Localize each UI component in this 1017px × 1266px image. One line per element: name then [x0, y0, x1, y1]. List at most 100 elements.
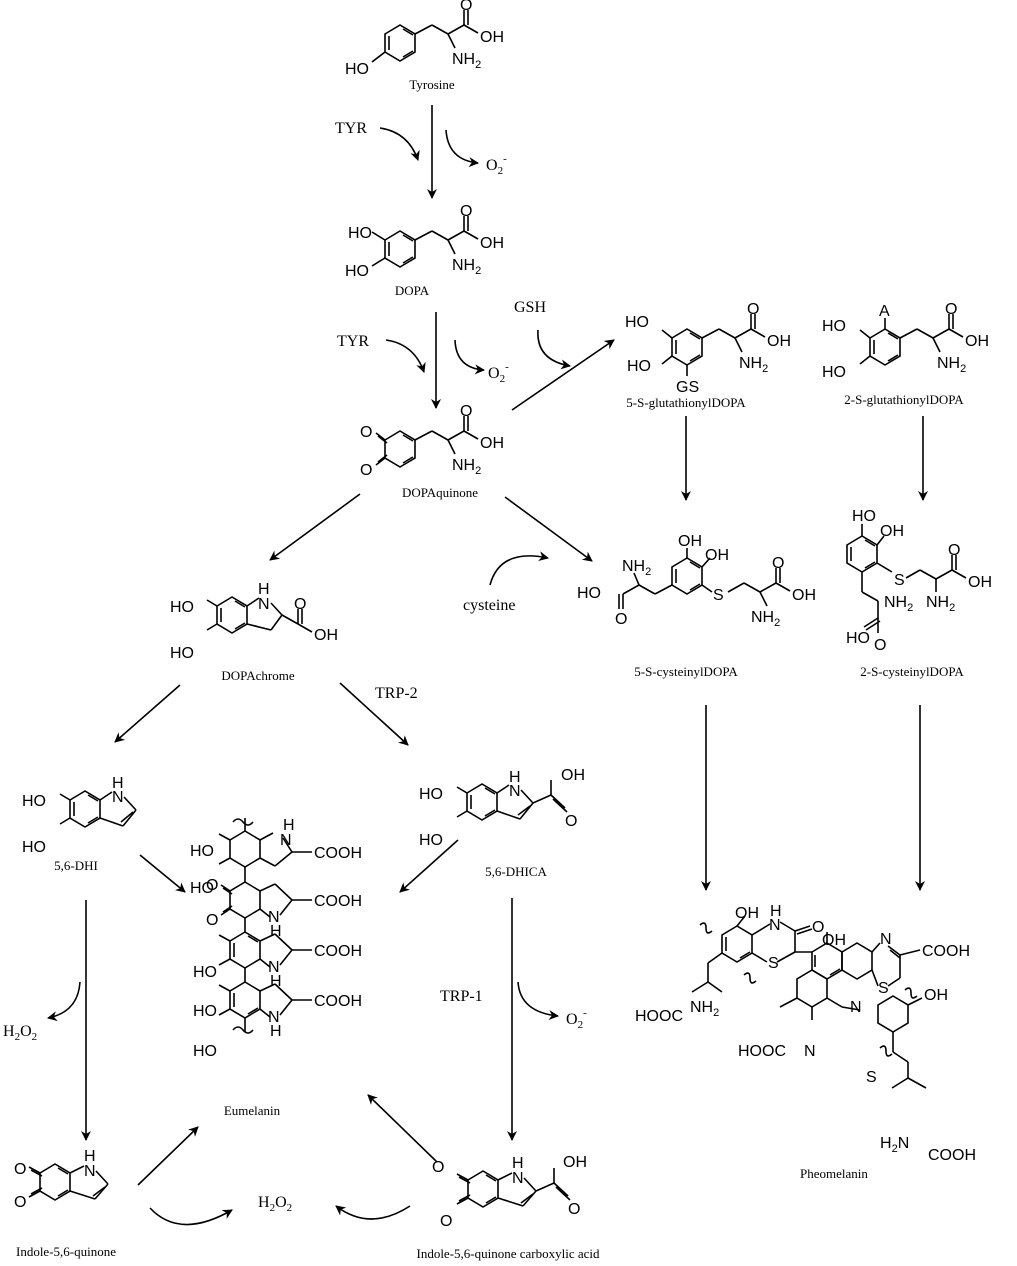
eu-nh-h-1: H — [283, 817, 295, 834]
cysteine-label: cysteine — [463, 597, 515, 614]
pheo-cooh-label-1: COOH — [922, 943, 970, 960]
dopachrome-o-label: O — [294, 596, 306, 613]
pheo-oh-label-1: OH — [735, 905, 759, 922]
dhica-nh-label-n: N — [509, 783, 521, 800]
dopachrome-nh-label-n: N — [258, 596, 270, 613]
dhi-nh-label-n: N — [112, 789, 124, 806]
cys5-nh2-label-2: NH2 — [622, 558, 651, 578]
dhi-ho-label-1: HO — [22, 793, 46, 810]
pheo-oh-label-2: OH — [822, 932, 846, 949]
h2o2-curved-arrow-bottom-right — [335, 1205, 411, 1220]
arrow-dhi-to-eumelanin — [139, 854, 186, 893]
eu-nh-h-4: H — [270, 1023, 282, 1040]
eu-cooh-2: COOH — [314, 893, 362, 910]
iqca-oh-label: OH — [563, 1154, 587, 1171]
iqca-o-label-2: O — [440, 1213, 452, 1230]
glut5-gs-label: GS — [676, 379, 699, 396]
superoxide-label-1: O2- — [486, 153, 507, 177]
arrow-dopaquinone-to-glutathionyl — [511, 339, 615, 411]
pheomelanin-label: Pheomelanin — [800, 1166, 868, 1181]
arrow-dopachrome-to-dhi — [114, 684, 181, 743]
dopachrome-structure: HO HO H N O OH DOPAchrome — [170, 581, 338, 683]
dhica-label: 5,6-DHICA — [485, 864, 547, 879]
pheo-s-label-2: S — [878, 980, 889, 997]
indole-quinone-structure: O O H N Indole-5,6-quinone — [14, 1148, 116, 1259]
eu-n-3: N — [268, 959, 280, 976]
iq-nh-h: H — [84, 1148, 96, 1165]
eu-ho-4: HO — [193, 1003, 217, 1020]
amine-label: NH2 — [452, 51, 481, 71]
pheomelanin-structure: OH H N O S OH N S COOH HOOC NH2 HOOC N N… — [635, 903, 976, 1181]
h2o2-label-bottom: H2O2 — [258, 1194, 292, 1214]
cys2-o-label: O — [948, 542, 960, 559]
cys2-label: 2-S-cysteinylDOPA — [860, 664, 964, 679]
dopa-structure: HO HO O OH NH2 DOPA — [345, 203, 504, 298]
eu-ho-1: HO — [190, 843, 214, 860]
glut2-ho-label-1: HO — [822, 318, 846, 335]
dopa-label: DOPA — [395, 283, 430, 298]
dopaquinone-nh2-label: NH2 — [452, 457, 481, 477]
cysteinyl2-structure: HO OH S O OH NH2 NH2 HO O 2-S-cysteinylD… — [846, 508, 992, 679]
dopa-ho-label-2: HO — [345, 263, 369, 280]
cys2-s-label: S — [894, 572, 905, 589]
pheo-nh-n: N — [769, 917, 781, 934]
cysteinyl5-structure: OH OH S O OH NH2 NH2 HO O 5-S-cysteinylD… — [577, 533, 816, 679]
dhica-structure: HO HO H N OH O 5,6-DHICA — [419, 767, 585, 879]
superoxide-curved-arrow-1 — [445, 129, 479, 168]
dopaquinone-o-label-3: O — [460, 403, 472, 420]
glut5-nh2-label: NH2 — [739, 355, 768, 375]
dopa-nh2-label: NH2 — [452, 257, 481, 277]
gsh-label: GSH — [514, 299, 546, 316]
cys2-o-label-2: O — [874, 637, 886, 654]
cys5-oh-label-3: OH — [792, 587, 816, 604]
cys5-label: 5-S-cysteinylDOPA — [634, 664, 738, 679]
indole-quinone-label: Indole-5,6-quinone — [16, 1244, 116, 1259]
h2o2-curved-arrow-left — [47, 981, 81, 1022]
pheo-n-label-2: N — [804, 1043, 816, 1060]
dopachrome-ho-label-2: HO — [170, 645, 194, 662]
cysteine-curved-arrow — [489, 551, 549, 586]
superoxide-curved-arrow-3 — [517, 981, 559, 1021]
dopachrome-label: DOPAchrome — [221, 668, 294, 683]
dopaquinone-label: DOPAquinone — [402, 485, 478, 500]
cys2-ho-label: HO — [852, 508, 876, 525]
arrow-dopachrome-to-dhica — [339, 682, 409, 746]
eumelanin-structure: HO HO O O HO HO HO H N N H N H N H COOH … — [190, 817, 362, 1118]
eu-nh-h-3: H — [270, 973, 282, 990]
dhi-label: 5,6-DHI — [54, 858, 98, 873]
cys5-o-label: O — [772, 555, 784, 572]
dhi-ho-label-2: HO — [22, 839, 46, 856]
eu-ho-3: HO — [193, 964, 217, 981]
glut2-ho-label-2: HO — [822, 364, 846, 381]
pheo-n-label-1: N — [880, 931, 892, 948]
glutathionyl5-structure: HO HO GS O OH NH2 5-S-glutathionylDOPA — [625, 301, 791, 410]
eu-o-1: O — [206, 877, 218, 894]
pheo-oh-label-3: OH — [924, 987, 948, 1004]
tyr-enzyme-label-1: TYR — [335, 120, 367, 137]
carbonyl-o-label: O — [460, 0, 472, 14]
eu-cooh-4: COOH — [314, 993, 362, 1010]
cys2-ho-label-2: HO — [846, 630, 870, 647]
glut2-nh2-label: NH2 — [937, 355, 966, 375]
eu-cooh-3: COOH — [314, 943, 362, 960]
superoxide-curved-arrow-2 — [454, 339, 485, 375]
pheo-s-label-1: S — [768, 955, 779, 972]
pheo-s-label-3: S — [866, 1069, 877, 1086]
arrow-dopaquinone-to-cysteinyl — [504, 496, 593, 562]
iqca-nh-n: N — [512, 1170, 524, 1187]
iqca-o-label-3: O — [568, 1201, 580, 1218]
h2o2-label-left: H2O2 — [3, 1023, 37, 1043]
superoxide-label-3: O2- — [566, 1007, 587, 1031]
dopachrome-nh-label-h: H — [258, 581, 270, 598]
carboxyl-oh-label: OH — [480, 29, 504, 46]
dhica-ho-label-2: HO — [419, 832, 443, 849]
arrow-iqca-to-eumelanin — [367, 1094, 438, 1163]
trp2-label: TRP-2 — [375, 685, 418, 702]
cys2-nh2-label-2: NH2 — [926, 594, 955, 614]
pheo-hooc-label-1: HOOC — [635, 1008, 683, 1025]
pheo-nh-h: H — [770, 903, 782, 920]
h2o2-curved-arrow-bottom-left — [149, 1207, 233, 1226]
glut5-ho-label-2: HO — [627, 358, 651, 375]
glut2-label: 2-S-glutathionylDOPA — [844, 392, 964, 407]
